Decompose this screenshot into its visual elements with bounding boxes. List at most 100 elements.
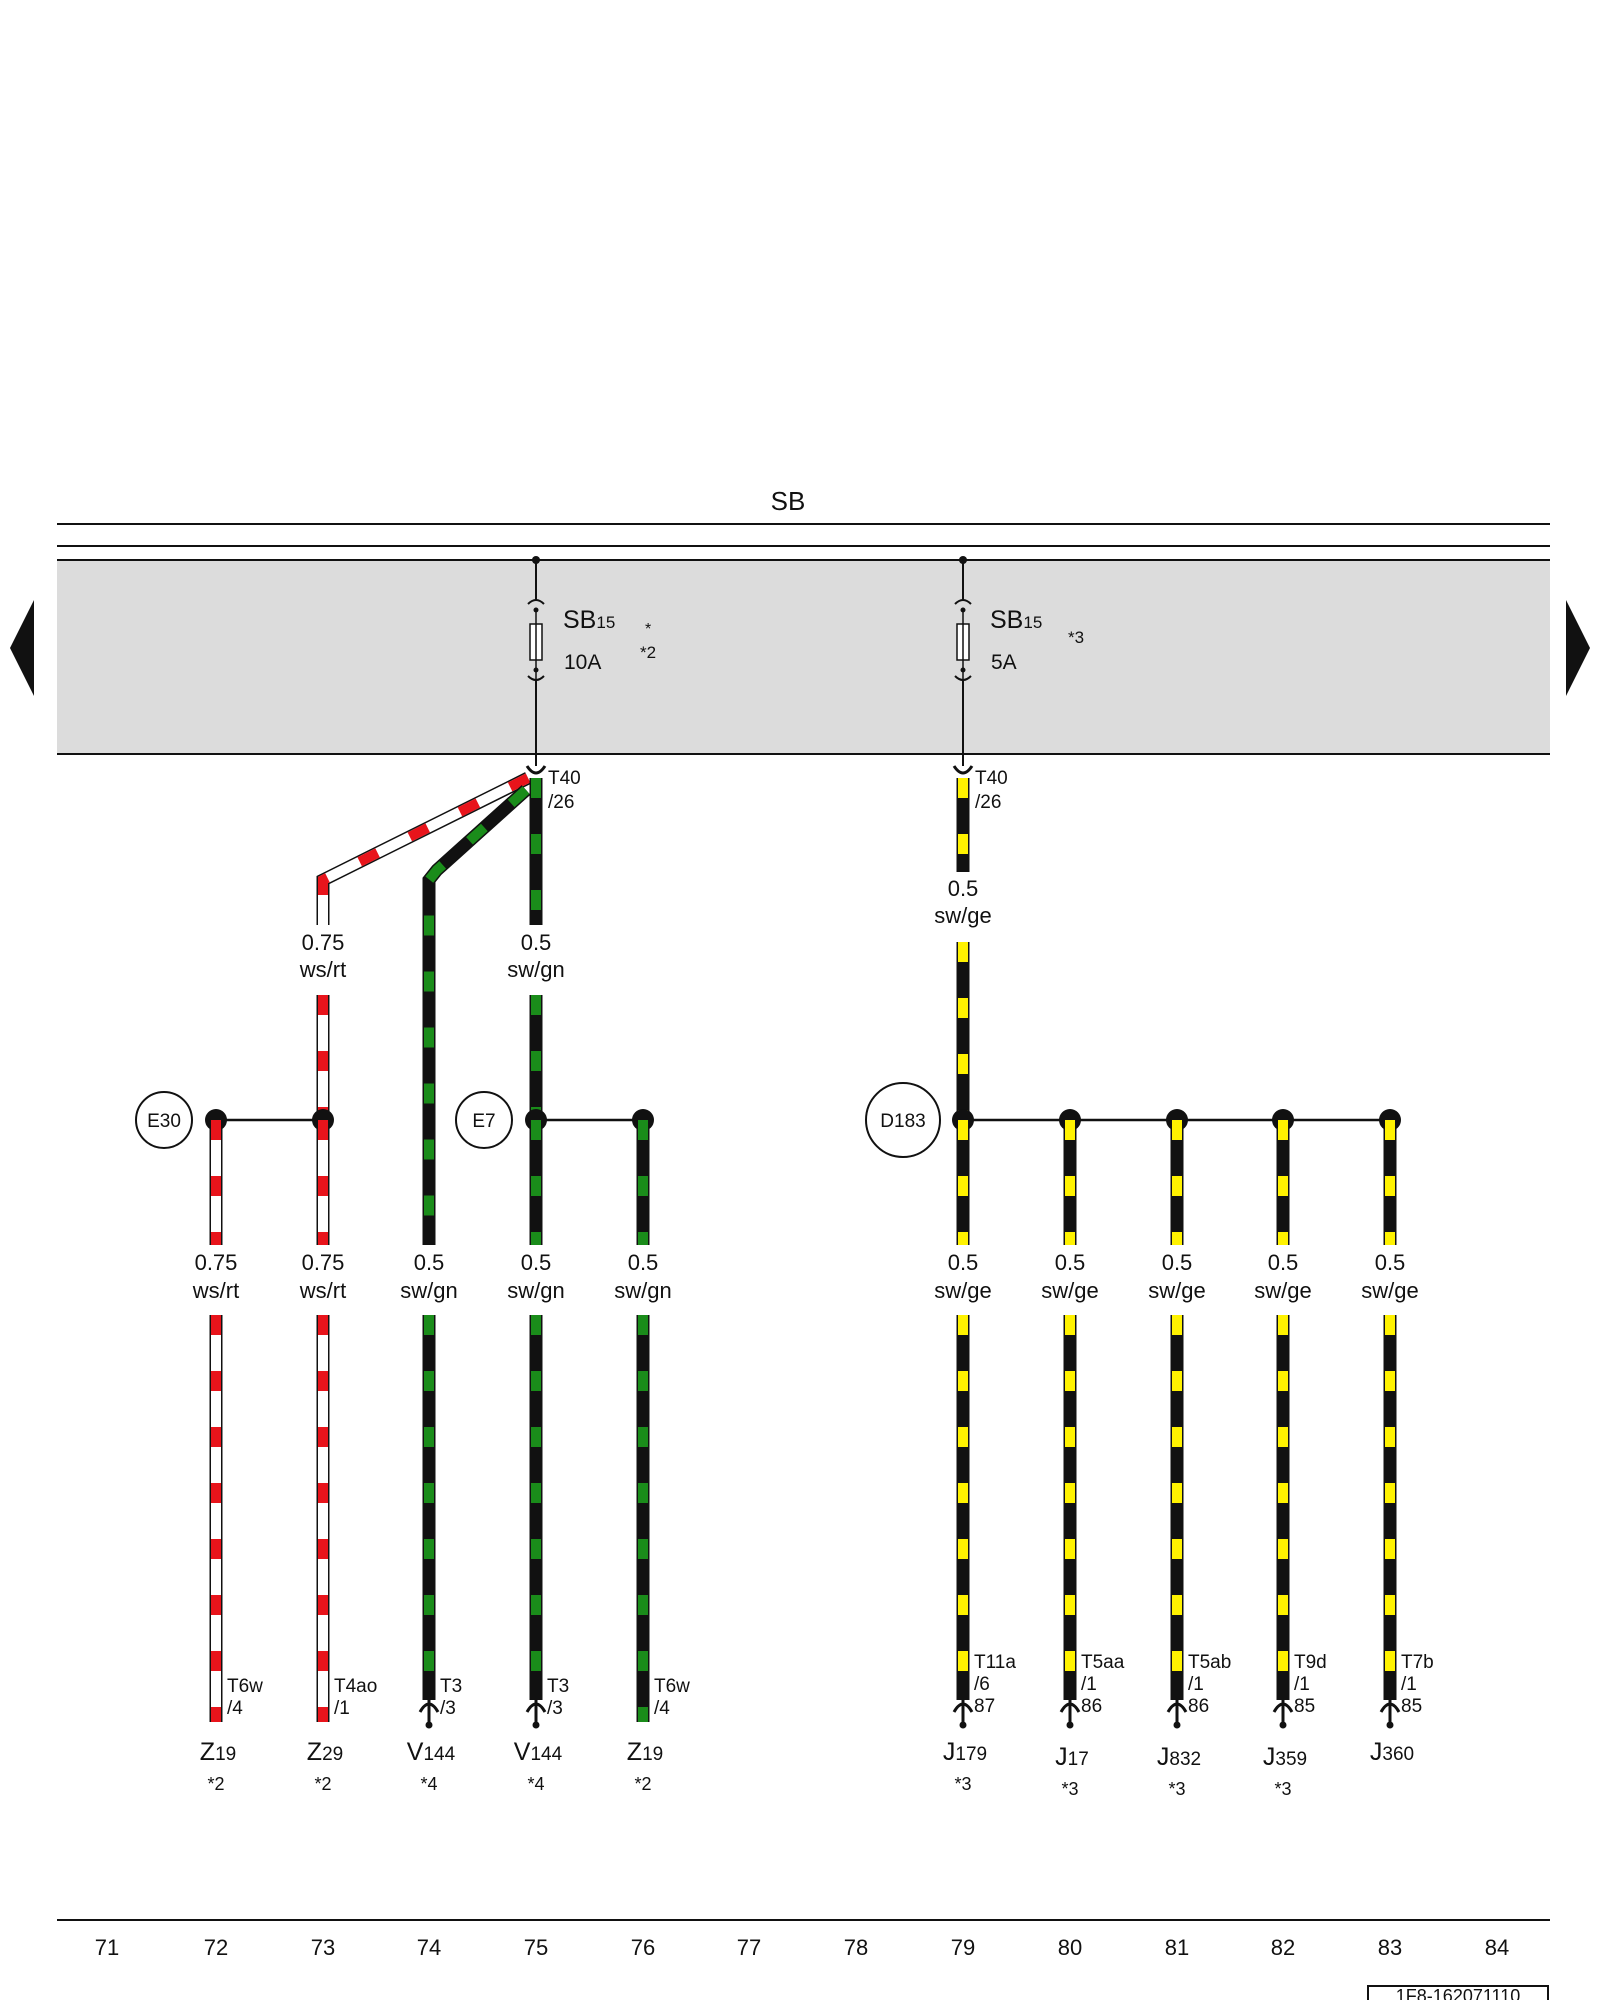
column-number-80: 80 — [1058, 1935, 1082, 1960]
fuse-2-note: *3 — [1068, 628, 1084, 647]
connector-label-80-id: T5aa — [1081, 1652, 1125, 1673]
wire-color-label-79: sw/ge — [934, 1278, 991, 1303]
fuse-2-rating: 5A — [991, 651, 1017, 674]
wire-size-label-83: 0.5 — [1375, 1250, 1406, 1275]
connector-pin-79 — [952, 1700, 974, 1729]
wire-upper-ws-rt-diagonal — [316, 772, 531, 925]
column-number-78: 78 — [844, 1935, 868, 1960]
next-page-arrow[interactable] — [1566, 600, 1590, 696]
component-83: J360 — [1370, 1738, 1414, 1766]
connector-label-80-pin: /1 — [1081, 1674, 1097, 1695]
column-number-77: 77 — [737, 1935, 761, 1960]
upper-label-1-size: 0.75 — [302, 930, 345, 955]
wire-color-label-81: sw/ge — [1148, 1278, 1205, 1303]
connector-label-81-id: T5ab — [1188, 1652, 1231, 1673]
previous-page-arrow[interactable] — [10, 600, 34, 696]
column-number-72: 72 — [204, 1935, 228, 1960]
component-note-79: *3 — [954, 1774, 971, 1794]
wire-size-label-74: 0.5 — [414, 1250, 445, 1275]
connector-top-1-symbol — [525, 765, 547, 775]
wire-size-label-73: 0.75 — [302, 1250, 345, 1275]
connector-label-79-id: T11a — [974, 1652, 1016, 1673]
wire-color-label-80: sw/ge — [1041, 1278, 1098, 1303]
connector-label-73-id: T4ao — [334, 1676, 377, 1697]
component-note-74: *4 — [420, 1774, 437, 1794]
connector-top-2-line2: /26 — [975, 792, 1001, 813]
splice-e30: E30 — [135, 1091, 193, 1149]
connector-label-81-pin: /1 — [1188, 1674, 1204, 1695]
splice-e7: E7 — [455, 1091, 513, 1149]
doc-code-box — [1367, 1985, 1549, 2000]
connector-label-76-pin: /4 — [654, 1698, 670, 1719]
connector-label-83-pin: /1 — [1401, 1674, 1417, 1695]
doc-code: 1F8-162071110 — [1396, 1986, 1520, 2000]
component-80: J17 — [1055, 1743, 1089, 1771]
fuse-sb15-5a — [954, 556, 972, 766]
upper-label-1-color: ws/rt — [299, 957, 346, 982]
column-number-84: 84 — [1485, 1935, 1509, 1960]
wire-color-label-76: sw/gn — [614, 1278, 671, 1303]
column-number-76: 76 — [631, 1935, 655, 1960]
component-note-73: *2 — [314, 1774, 331, 1794]
connector-label-75-id: T3 — [547, 1676, 569, 1697]
connector-pin-83 — [1379, 1700, 1401, 1729]
bus-lines — [57, 523, 1550, 561]
splice-e30-label: E30 — [147, 1111, 181, 1132]
column-number-73: 73 — [311, 1935, 335, 1960]
connector-label-73-pin: /1 — [334, 1698, 350, 1719]
upper-label-2-size: 0.5 — [521, 930, 552, 955]
component-note-81: *3 — [1168, 1779, 1185, 1799]
component-note-80: *3 — [1061, 1779, 1078, 1799]
component-79: J179 — [943, 1738, 987, 1766]
fuse-2-name: SB15 — [990, 606, 1042, 634]
connector-pin-81 — [1166, 1700, 1188, 1729]
connector-pin-82 — [1272, 1700, 1294, 1729]
component-73: Z29 — [307, 1738, 343, 1766]
column-number-79: 79 — [951, 1935, 975, 1960]
connector-label-75-pin: /3 — [547, 1698, 563, 1719]
component-72: Z19 — [200, 1738, 236, 1766]
fuse-box-panel — [57, 561, 1550, 754]
wire-size-label-72: 0.75 — [195, 1250, 238, 1275]
column-number-81: 81 — [1165, 1935, 1189, 1960]
connector-top-2-symbol — [952, 765, 974, 775]
wire-size-label-79: 0.5 — [948, 1250, 979, 1275]
connector-top-2-line1: T40 — [975, 768, 1008, 789]
connector-label-72-pin: /4 — [227, 1698, 243, 1719]
upper-label-2-color: sw/gn — [507, 957, 564, 982]
component-76: Z19 — [627, 1738, 663, 1766]
component-note-75: *4 — [527, 1774, 544, 1794]
upper-label-3-size: 0.5 — [948, 876, 979, 901]
connector-top-1-line1: T40 — [548, 768, 581, 789]
component-note-72: *2 — [207, 1774, 224, 1794]
connector-pin-74 — [418, 1700, 440, 1729]
connector-pin-75 — [525, 1700, 547, 1729]
component-82: J359 — [1263, 1743, 1307, 1771]
splice-d183-label: D183 — [880, 1111, 925, 1132]
connector-label-81-terminal: 86 — [1188, 1696, 1209, 1717]
component-81: J832 — [1157, 1743, 1201, 1771]
column-number-74: 74 — [417, 1935, 441, 1960]
wire-color-label-72: ws/rt — [192, 1278, 239, 1303]
column-number-71: 71 — [95, 1935, 119, 1960]
fuse-1-note-1: * — [645, 621, 651, 638]
splice-e7-label: E7 — [472, 1111, 495, 1132]
wire-size-label-76: 0.5 — [628, 1250, 659, 1275]
wire-color-label-75: sw/gn — [507, 1278, 564, 1303]
wire-upper-sw-gn-diagonal — [422, 785, 531, 1245]
wire-size-label-75: 0.5 — [521, 1250, 552, 1275]
wire-color-label-73: ws/rt — [299, 1278, 346, 1303]
connector-label-80-terminal: 86 — [1081, 1696, 1102, 1717]
column-number-83: 83 — [1378, 1935, 1402, 1960]
wire-size-label-81: 0.5 — [1162, 1250, 1193, 1275]
column-number-75: 75 — [524, 1935, 548, 1960]
connector-label-82-id: T9d — [1294, 1652, 1327, 1673]
fuse-1-name: SB15 — [563, 606, 615, 634]
connector-pin-80 — [1059, 1700, 1081, 1729]
splice-d183: D183 — [865, 1082, 941, 1158]
component-note-76: *2 — [634, 1774, 651, 1794]
fuse-1-note-2: *2 — [640, 643, 656, 662]
wire-size-label-82: 0.5 — [1268, 1250, 1299, 1275]
connector-label-74-pin: /3 — [440, 1698, 456, 1719]
